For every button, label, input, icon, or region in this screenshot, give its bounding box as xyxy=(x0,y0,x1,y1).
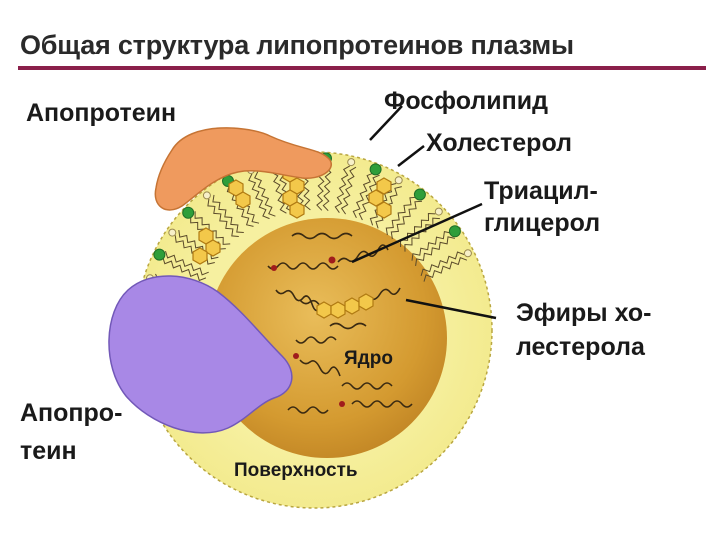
label-cholesterol: Холестерол xyxy=(426,129,572,157)
label-phospholipid: Фосфолипид xyxy=(384,87,548,115)
phospholipid-tail xyxy=(385,196,418,236)
phospholipid-tail xyxy=(207,198,239,237)
phospholipid-tail xyxy=(248,173,270,220)
phospholipid-tail xyxy=(420,251,465,277)
phospholipid-tail xyxy=(415,236,456,266)
phospholipid-tail xyxy=(390,200,423,240)
cholesterol-head xyxy=(202,191,211,200)
label-esters-2: лестерола xyxy=(516,333,645,361)
phospholipid-tail xyxy=(165,250,209,276)
label-triacylglycerol-1: Триацил- xyxy=(484,177,598,205)
phospholipid-head xyxy=(369,163,382,176)
phospholipid-tail xyxy=(270,166,287,214)
phospholipid-head xyxy=(448,225,461,238)
phospholipid-head xyxy=(153,248,166,261)
cholesterol-head xyxy=(394,176,403,185)
apoprotein-top xyxy=(154,127,332,211)
phospholipid-tail xyxy=(340,166,357,215)
phospholipid-tail xyxy=(162,256,207,282)
ester-dots xyxy=(271,256,345,407)
phospholipid-tail xyxy=(399,212,436,248)
phospholipid-tail xyxy=(411,230,452,261)
phospholipid-tail xyxy=(358,174,380,221)
phospholipid-head xyxy=(413,188,426,201)
label-esters-1: Эфиры хо- xyxy=(516,299,652,327)
label-core: Ядро xyxy=(344,348,393,369)
title-underline xyxy=(18,66,706,70)
label-apoprotein-bottom-1: Апопро- xyxy=(20,399,123,427)
label-apoprotein-bottom-2: теин xyxy=(20,437,77,465)
phospholipid-head xyxy=(182,206,195,219)
cholesterol-head xyxy=(168,228,177,237)
cholesterol-head xyxy=(434,207,443,216)
phospholipid-tail xyxy=(254,171,276,217)
phospholipid-tail xyxy=(212,194,244,233)
cholesterol-head xyxy=(463,249,472,258)
label-triacylglycerol-2: глицерол xyxy=(484,209,601,237)
label-surface: Поверхность xyxy=(234,460,358,481)
leader-lines xyxy=(351,105,497,320)
apoprotein-bottom xyxy=(108,275,293,434)
phospholipid-tail xyxy=(423,257,468,282)
phospholipid-tail xyxy=(334,165,351,213)
label-apoprotein-top: Апопротеин xyxy=(26,99,177,127)
diagram-title: Общая структура липопротеинов плазмы xyxy=(20,30,574,60)
phospholipid-tail xyxy=(352,172,374,219)
cholesterol-head xyxy=(347,158,356,167)
